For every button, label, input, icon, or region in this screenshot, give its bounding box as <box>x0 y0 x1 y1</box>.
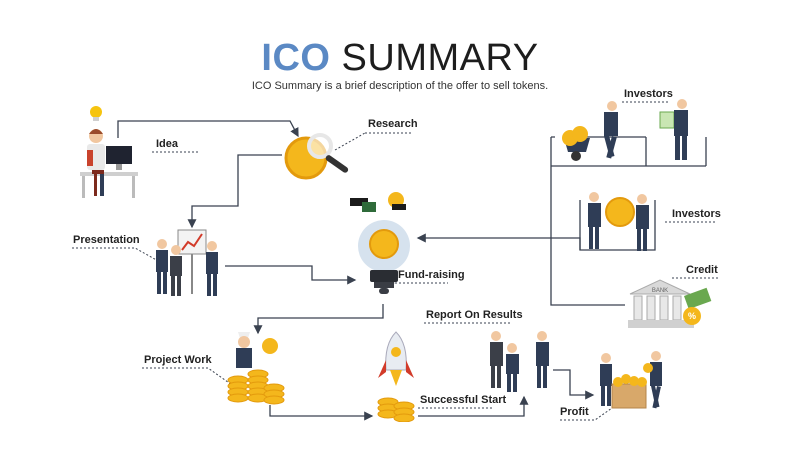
page-subtitle: ICO Summary is a brief description of th… <box>251 80 549 92</box>
label-successful-start: Successful Start <box>420 394 507 406</box>
investors-mid-illustration <box>588 192 649 251</box>
credit-illustration: BANK % <box>628 279 712 328</box>
presentation-illustration <box>156 229 218 296</box>
idea-illustration <box>80 106 138 198</box>
label-presentation: Presentation <box>73 234 140 246</box>
successful-start-coins <box>377 397 415 422</box>
title-rest: SUMMARY <box>341 37 539 79</box>
label-investors-mid: Investors <box>672 208 721 220</box>
profit-illustration <box>600 351 662 409</box>
rocket-illustration <box>378 331 414 386</box>
fund-raising-illustration <box>350 192 410 294</box>
label-credit: Credit <box>686 264 718 276</box>
percent-sign: % <box>688 311 696 321</box>
project-work-illustration <box>227 332 285 405</box>
title-accent: ICO <box>261 37 331 79</box>
research-illustration <box>284 133 349 180</box>
label-investors-top: Investors <box>624 88 673 100</box>
label-idea: Idea <box>156 138 179 150</box>
bank-sign: BANK <box>652 288 668 294</box>
investors-top-illustration <box>562 99 688 161</box>
report-illustration <box>490 331 549 392</box>
label-profit: Profit <box>560 406 589 418</box>
page-title: ICO SUMMARY <box>0 36 800 80</box>
label-research: Research <box>368 118 418 130</box>
label-project-work: Project Work <box>144 354 212 366</box>
label-report: Report On Results <box>426 309 523 321</box>
label-fund-raising: Fund-raising <box>398 269 465 281</box>
